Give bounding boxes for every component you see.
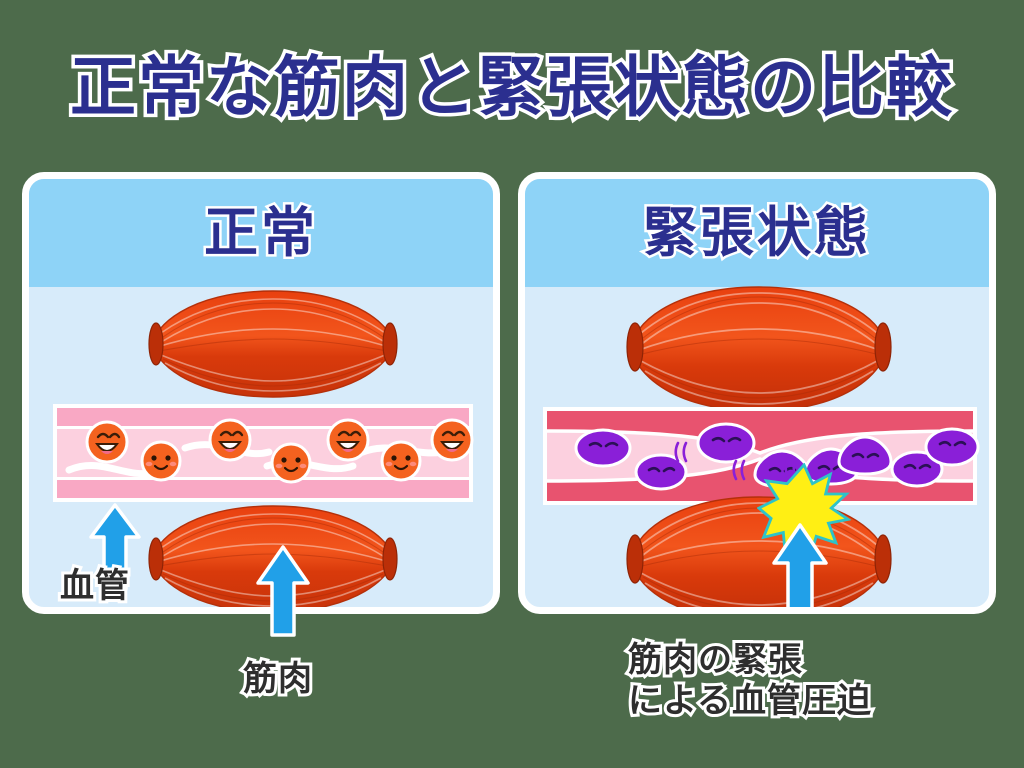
blood-cell-distressed	[573, 427, 633, 469]
blood-cell-happy	[269, 441, 313, 485]
tense-muscle-top	[625, 285, 893, 413]
blood-cell-distressed	[889, 449, 945, 489]
panel-normal-title: 正常	[202, 201, 318, 264]
normal-muscle-top	[147, 289, 399, 399]
blood-cell-happy	[84, 419, 130, 465]
compression-callout-line2: による血管圧迫	[625, 678, 874, 724]
muscle-callout-arrow-icon	[253, 543, 313, 643]
pressure-motion-lines-icon	[673, 439, 697, 465]
blood-cell-distressed	[633, 452, 689, 492]
blood-cell-happy	[207, 417, 253, 463]
page-title: 正常な筋肉と緊張状態の比較	[67, 48, 956, 127]
vessel-callout-arrow-icon	[87, 501, 143, 597]
blood-cell-happy	[379, 439, 423, 483]
panel-tense-title: 緊張状態	[641, 201, 871, 264]
compression-callout-label: 筋肉の緊張 による血管圧迫	[625, 637, 874, 724]
panel-tense-header: 緊張状態	[525, 179, 989, 287]
normal-muscle-bottom	[147, 504, 399, 607]
blood-cell-happy	[139, 439, 183, 483]
muscle-callout-label: 筋肉	[240, 656, 315, 702]
panel-normal-header: 正常	[29, 179, 493, 287]
pressure-motion-lines-icon	[731, 457, 755, 483]
tense-blood-vessel	[543, 407, 977, 505]
vessel-callout-label: 血管	[57, 563, 132, 609]
panel-normal-body	[29, 289, 493, 607]
panel-tense: 緊張状態	[518, 172, 996, 614]
compression-callout-line1: 筋肉の緊張	[625, 637, 805, 683]
blood-cell-happy	[429, 417, 475, 463]
blood-cell-distressed	[837, 434, 893, 476]
blood-cell-happy	[325, 417, 371, 463]
blood-cell-distressed	[695, 421, 757, 465]
panel-tense-body	[525, 286, 989, 607]
compression-callout-arrow-icon	[769, 521, 831, 607]
panel-normal: 正常	[22, 172, 500, 614]
blood-cell-distressed	[923, 426, 981, 468]
